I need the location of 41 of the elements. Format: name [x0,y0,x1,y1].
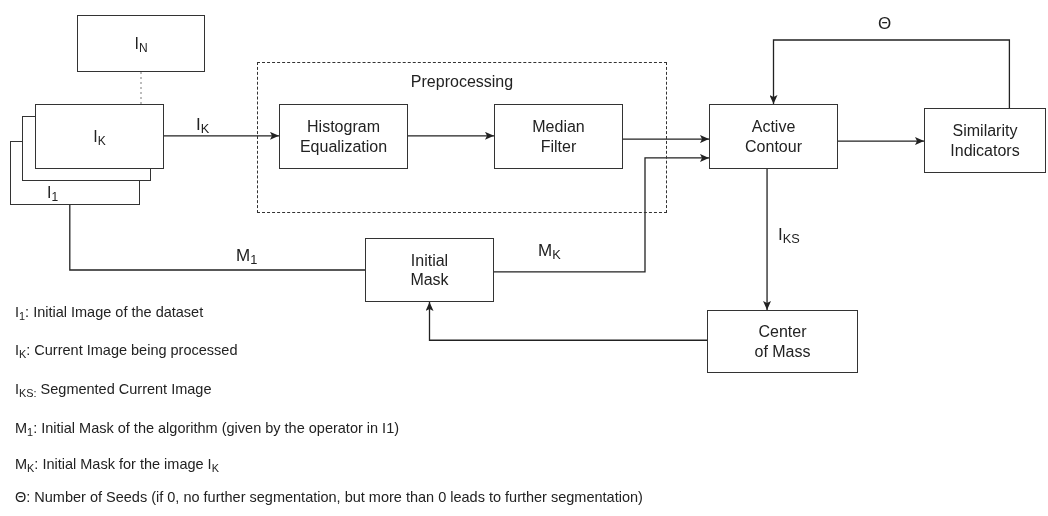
edge-label: M$_{K}$ [538,242,561,259]
legend-note: M$_{K}$: Initial Mask for the image I$_{K}$ [15,457,219,472]
arrow [763,168,772,311]
image-box [10,181,140,205]
edge-label: M$_{1}$ [236,247,258,264]
image-box [22,169,151,181]
image-box [35,104,164,169]
arrow [837,137,925,146]
node-label: I$_{K}$ [93,126,106,147]
legend-note: Θ: Number of Seeds (if 0, no further segmentation, but more than 0 leads to further segmentation) [15,490,643,505]
dotted-line [140,71,142,105]
edge-label: I$_{KS}$ [778,226,800,243]
node-label: I$_{1}$ [47,182,59,203]
edge-label: I$_{K}$ [196,116,210,133]
legend-note: I$_{1}$: Initial Image of the dataset [15,305,204,320]
process-box [279,104,408,169]
process-box [365,238,494,302]
arrow [769,39,1011,109]
edge-label: Θ [878,15,892,32]
arrow [425,301,708,341]
node-label: Center of Mass [753,322,812,361]
arrow [622,135,710,144]
legend-note: I$_{K}$: Current Image being processed [15,343,238,358]
node-label: Similarity Indicators [949,121,1021,160]
arrow [163,131,280,140]
node-label: I$_{N}$ [134,33,148,54]
process-box [494,104,623,169]
arrow [407,131,495,140]
legend-note: I$_{KS:}$ Segmented Current Image [15,382,212,397]
node-label: Histogram Equalization [298,117,389,156]
node-label: Active Contour [744,117,803,156]
image-box [77,15,205,72]
arrow [493,153,710,273]
legend-note: M$_{1}$: Initial Mask of the algorithm (given by the operator in I1) [15,421,400,436]
node-label: Initial Mask [409,250,450,290]
process-box [924,108,1046,173]
process-box [707,310,858,373]
node-label: Median Filter [531,117,586,156]
process-box [709,104,838,169]
node-label: Preprocessing [410,72,514,92]
dashed-group-box [257,62,667,213]
